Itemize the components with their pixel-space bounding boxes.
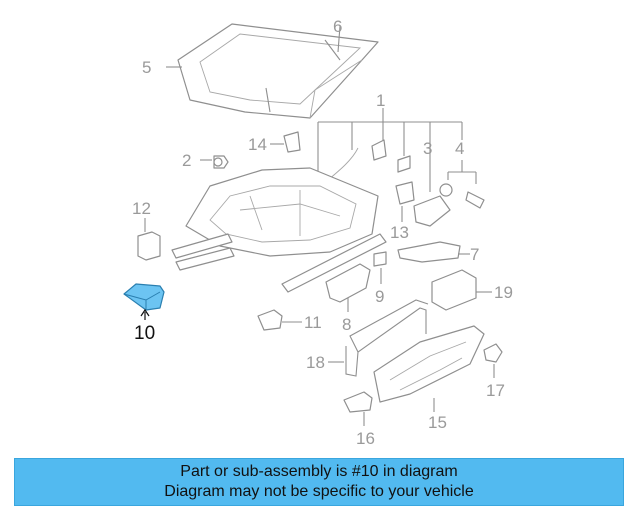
seat-cushion-part: [166, 23, 379, 119]
banner-line-2: Diagram may not be specific to your vehi…: [164, 483, 474, 500]
highlighted-part-10: [123, 283, 165, 320]
callout-4: 4: [455, 139, 464, 158]
callout-1: 1: [376, 91, 385, 110]
callout-2: 2: [182, 151, 191, 170]
callout-13: 13: [390, 223, 409, 242]
bracket-part-12: [137, 218, 161, 261]
side-cover-part-15: [373, 325, 485, 412]
motor-part-3: [413, 183, 485, 227]
callout-8: 8: [342, 315, 351, 334]
callout-14: 14: [248, 135, 267, 154]
callout-16: 16: [356, 429, 375, 448]
callout-10: 10: [134, 323, 155, 344]
bracket-part-16: [343, 391, 373, 426]
callout-18: 18: [306, 353, 325, 372]
part-11: [257, 309, 302, 331]
trim-part-8: [325, 263, 371, 312]
cable-part: [327, 139, 415, 205]
seat-frame-part: [171, 167, 387, 293]
callout-17: 17: [486, 381, 505, 400]
callout-6: 6: [333, 17, 342, 36]
callout-5: 5: [142, 58, 151, 77]
callout-12: 12: [132, 199, 151, 218]
parts-diagram: 5 6 1 3 4 14 2 13: [123, 17, 513, 448]
banner-line-1: Part or sub-assembly is #10 in diagram: [180, 463, 458, 480]
callout-7: 7: [470, 245, 479, 264]
wire-part-18: [328, 299, 429, 377]
callout-9: 9: [375, 287, 384, 306]
callout-11: 11: [304, 313, 322, 332]
part-9: [373, 251, 387, 284]
info-banner: Part or sub-assembly is #10 in diagram D…: [14, 458, 624, 506]
callout-4-leader: [447, 160, 477, 184]
module-part-19: [431, 269, 492, 311]
callout-19: 19: [494, 283, 513, 302]
clip-part-14: [270, 131, 301, 153]
lever-part-7: [397, 241, 470, 263]
callout-3: 3: [423, 139, 432, 158]
clip-part-17: [483, 343, 503, 378]
bolt-part-2: [200, 155, 229, 169]
callout-1-leader: [317, 108, 463, 192]
callout-15: 15: [428, 413, 447, 432]
